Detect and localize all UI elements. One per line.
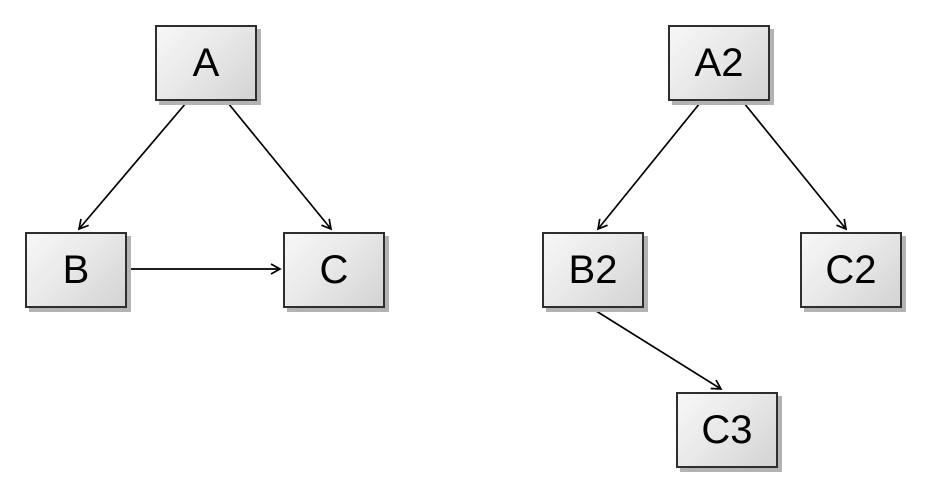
- node-a: A: [155, 25, 257, 101]
- node-c3-label: C3: [701, 408, 753, 452]
- node-a-label: A: [192, 41, 220, 85]
- node-b: B: [25, 232, 127, 308]
- node-c2: C2: [800, 232, 902, 308]
- edge-a-c: [227, 102, 333, 231]
- node-b-label: B: [62, 248, 90, 292]
- node-c-label: C: [319, 248, 349, 292]
- node-b2: B2: [542, 232, 644, 308]
- node-c: C: [283, 232, 385, 308]
- edge-a-b: [77, 102, 187, 231]
- node-a2: A2: [668, 25, 770, 101]
- edge-a2-c2: [743, 102, 848, 231]
- node-b2-label: B2: [568, 248, 618, 292]
- node-c3: C3: [676, 392, 778, 468]
- edge-a2-b2: [596, 102, 701, 231]
- node-c2-label: C2: [825, 248, 877, 292]
- edge-b2-c3: [592, 308, 723, 390]
- node-a2-label: A2: [694, 41, 744, 85]
